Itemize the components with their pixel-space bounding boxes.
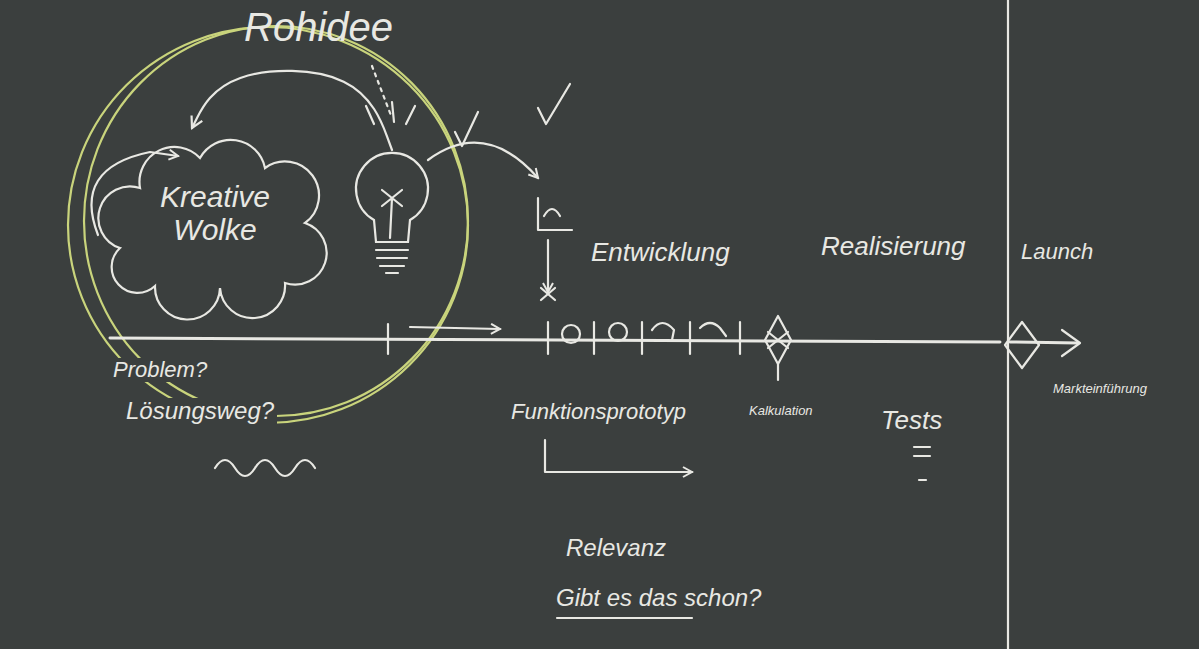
- cloud-node: Kreative Wolke: [100, 128, 330, 298]
- chalk-label: Gibt es das schon?: [553, 585, 764, 611]
- milestone-ticks: [548, 322, 740, 354]
- launch-diamond: [1005, 322, 1039, 368]
- chalk-label: Kalkulation: [746, 404, 816, 418]
- green-circle: [68, 26, 468, 423]
- chalk-label: Realisierung: [818, 232, 969, 261]
- relevance-arrow: [545, 440, 692, 472]
- bulb-outline: [352, 150, 432, 275]
- chalk-label: Entwicklung: [588, 238, 733, 267]
- underline: [557, 617, 692, 619]
- cloud-text: Kreative Wolke: [135, 180, 295, 246]
- calculation-diamond: [765, 316, 791, 380]
- timeline: [110, 338, 1000, 342]
- chalk-label: Problem?: [110, 358, 210, 382]
- chalk-label: Funktionsprototyp: [508, 400, 689, 424]
- tick-mark: [387, 324, 389, 354]
- idea-loop-arrow: [192, 71, 392, 150]
- idea-symbol: [538, 198, 572, 300]
- board-divider: [1007, 0, 1009, 649]
- chalk-label: Launch: [1018, 240, 1096, 264]
- chalk-label: Tests: [878, 406, 945, 435]
- chalk-label: Lösungsweg?: [123, 398, 277, 424]
- chalk-label: Relevanz: [563, 535, 669, 561]
- check-marks: [455, 84, 570, 146]
- progress-arrow: [410, 327, 500, 329]
- idea-rays: [366, 66, 415, 124]
- lightbulb-node: Rohidee: [352, 150, 432, 275]
- squiggle: [215, 460, 315, 476]
- chalk-label: Markteinführung: [1050, 382, 1150, 396]
- timeline-end: [1010, 342, 1078, 343]
- timeline-arrowhead: [1062, 330, 1080, 356]
- idea-heading: Rohidee: [244, 5, 393, 49]
- test-marks: [914, 447, 930, 480]
- idea-arrow: [428, 143, 538, 178]
